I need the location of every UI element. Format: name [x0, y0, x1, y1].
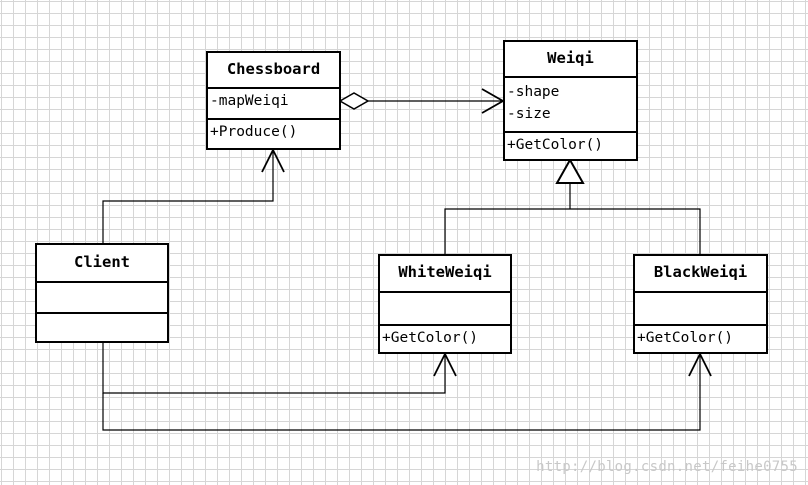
- class-name: WhiteWeiqi: [398, 263, 492, 281]
- dependency-arrowhead-whiteweiqi: [433, 351, 457, 377]
- class-name: BlackWeiqi: [653, 263, 748, 281]
- attribute: -shape: [507, 84, 560, 100]
- generalization-line-black: [570, 208, 701, 254]
- dependency-line-client-chessboard: [102, 150, 274, 243]
- operations-section: [37, 312, 167, 341]
- operations-section: +Produce(): [208, 118, 339, 148]
- dependency-arrowhead-blackweiqi: [688, 351, 712, 377]
- attributes-section: [635, 291, 766, 324]
- attributes-section: -shape -size: [505, 76, 636, 131]
- class-name: Client: [74, 253, 130, 271]
- operations-section: +GetColor(): [380, 324, 510, 352]
- aggregation-diamond: [338, 92, 370, 110]
- operation: +GetColor(): [507, 137, 604, 153]
- class-whiteweiqi[interactable]: WhiteWeiqi +GetColor(): [378, 254, 512, 354]
- operation: +GetColor(): [637, 330, 734, 346]
- dependency-line-client-whiteweiqi: [102, 341, 446, 394]
- class-chessboard[interactable]: Chessboard -mapWeiqi +Produce(): [206, 51, 341, 150]
- class-name: Chessboard: [226, 60, 321, 78]
- attributes-section: [380, 291, 510, 324]
- operations-section: +GetColor(): [635, 324, 766, 352]
- generalization-triangle: [555, 157, 585, 184]
- attributes-section: -mapWeiqi: [208, 87, 339, 118]
- dependency-arrowhead-chessboard: [261, 147, 285, 173]
- dependency-line-client-blackweiqi: [102, 354, 701, 431]
- operation: +GetColor(): [382, 330, 479, 346]
- attributes-section: [37, 281, 167, 312]
- class-weiqi[interactable]: Weiqi -shape -size +GetColor(): [503, 40, 638, 161]
- class-client[interactable]: Client: [35, 243, 169, 343]
- generalization-line-white: [444, 208, 570, 254]
- operation: +Produce(): [210, 124, 298, 140]
- class-name: Weiqi: [547, 49, 594, 67]
- class-blackweiqi[interactable]: BlackWeiqi +GetColor(): [633, 254, 768, 354]
- attribute: -mapWeiqi: [210, 93, 289, 109]
- operations-section: +GetColor(): [505, 131, 636, 161]
- attribute: -size: [507, 106, 551, 122]
- watermark: http://blog.csdn.net/feihe0755: [536, 459, 798, 475]
